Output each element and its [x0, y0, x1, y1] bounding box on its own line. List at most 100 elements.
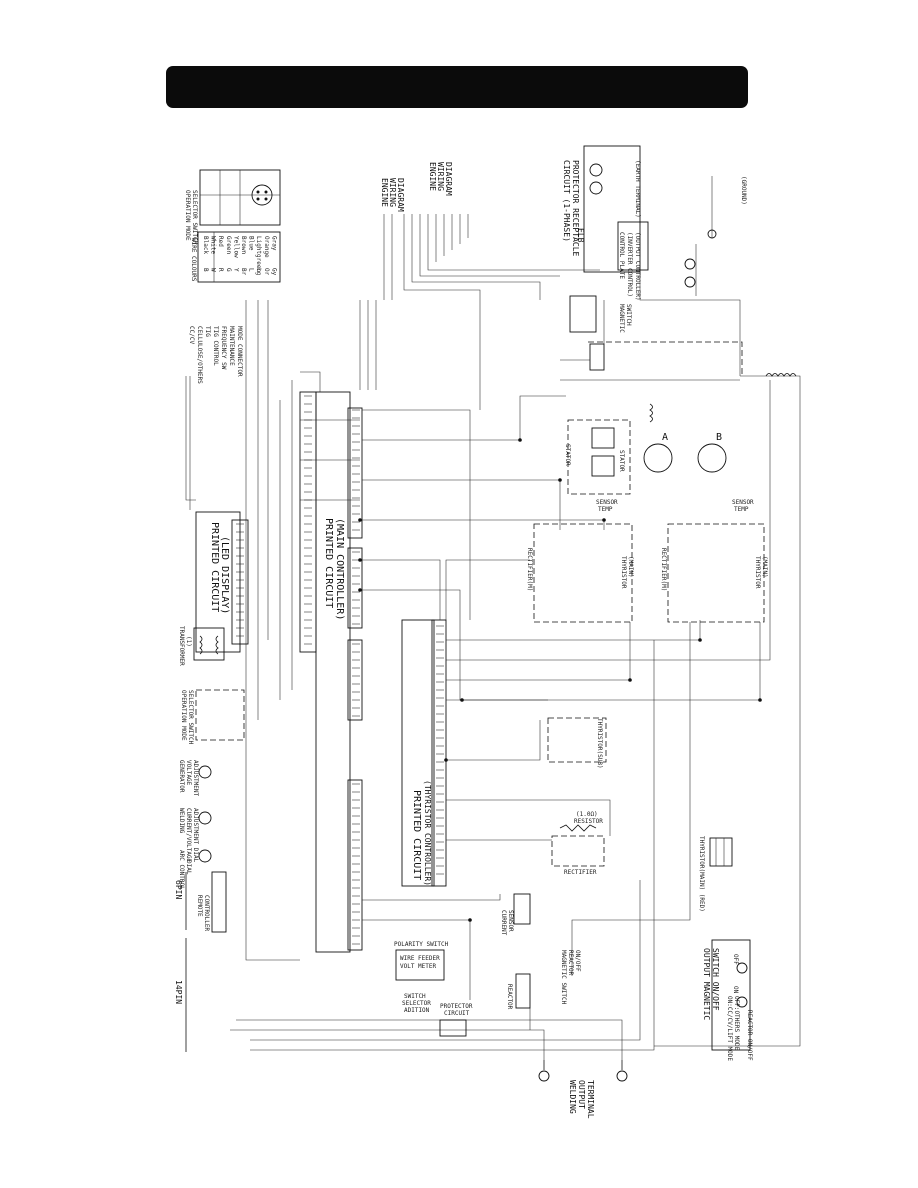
output-terminal-label-b: OUTPUT: [577, 1080, 586, 1109]
wire-run: [446, 380, 771, 661]
rectifier-block-1: [533, 523, 633, 623]
mode-option-label: MAINTENANCE: [228, 326, 235, 366]
wire-run: [446, 799, 611, 836]
arc-control-label-b: DIAL: [185, 860, 192, 875]
wire-junction: [358, 588, 362, 592]
rectifier-block-2: [667, 523, 765, 623]
generator-voltage-label-c: ADJUSTMENT: [192, 760, 199, 797]
control-plate-label-a: CONTROL PLATE: [618, 232, 625, 279]
engine-wiring-label-2a: ENGINE: [428, 162, 437, 191]
fourteen-pin-label: 14PIN: [174, 980, 183, 1004]
generator-voltage-knob: [198, 765, 212, 779]
pcb-thyristor-label-a: PRINTED CIRCUIT: [411, 790, 422, 880]
elb-label: ELB: [576, 228, 585, 243]
wire-run: [362, 894, 501, 901]
wire-junction: [698, 638, 702, 642]
wire-colours-table: [197, 231, 281, 283]
wire-run: [185, 376, 196, 501]
wire-colour-code: Br: [240, 268, 247, 276]
thyristor-main-label-2b: (MAIN): [761, 556, 768, 578]
wire-colour-code: B: [202, 268, 209, 272]
wire-junction: [758, 698, 762, 702]
switch-selector-label-c: ADITION: [404, 1007, 430, 1014]
wire-junction: [602, 518, 606, 522]
generator-voltage-label-a: GENERATOR: [178, 760, 185, 793]
wire-colour-code: Or: [263, 268, 270, 276]
six-pin-label: 6PIN: [174, 880, 183, 899]
magnetic-switch: [569, 295, 605, 371]
engine-wiring-label-1a: ENGINE: [380, 178, 389, 207]
sensor-temp-2b: TEMP: [734, 506, 749, 513]
wire-colour-name: Red: [217, 236, 224, 247]
wire-run: [571, 622, 691, 976]
output-box-note-b: OFF:OTHERS MODE: [733, 996, 740, 1051]
rectifier-m-label-1: RECTIFIER(M): [526, 548, 533, 591]
current-sensor: [513, 893, 531, 925]
reactor: [515, 973, 531, 1009]
mode-option-label: MODE CONNECTOR: [236, 326, 243, 377]
operation-mode-table-title-b: SELECTOR SWITCH: [191, 190, 198, 245]
wire-junction: [358, 518, 362, 522]
polarity-switch-label: POLARITY SWITCH: [394, 941, 449, 948]
wire-run: [427, 214, 600, 271]
wire-junction: [468, 918, 472, 922]
control-enclosure: [588, 341, 743, 376]
wire-run: [445, 559, 530, 620]
wire-run: [362, 479, 561, 530]
wire-colour-name: Yellow: [232, 236, 239, 258]
wire-run: [362, 519, 605, 530]
reactor-label: REACTOR: [506, 984, 513, 1010]
sensor-temp-1b: TEMP: [598, 506, 613, 513]
wire-run: [236, 1019, 623, 1060]
pcb-led-display: [195, 511, 249, 653]
thyristor-gate-label: THYRISTOR(MAIN) (RED): [698, 836, 705, 912]
pcb-thyristor-label-b: (THYRISTOR CONTROLLER): [423, 780, 432, 886]
wire-colour-code: Gy: [270, 268, 277, 276]
wire-feeder-label-a: WIRE FEEDER: [400, 955, 440, 962]
remote-controller-label-a: REMOTE: [196, 895, 203, 917]
rectifier-label: RECTIFIER: [564, 869, 597, 876]
circuit-protector-receptacle: [583, 145, 696, 288]
output-magnetic-switch-box: [711, 939, 751, 1051]
wire-junction: [444, 758, 448, 762]
mode-option-label: FREQUENCY SW: [220, 326, 227, 370]
choke-coil: [765, 373, 797, 377]
remote-controller-label-b: CONTROLLER: [203, 895, 210, 932]
wire-colour-name: Gray: [270, 236, 277, 251]
rectifier-m-label-2: RECTIFIER(M): [660, 548, 667, 591]
output-magnetic-label-a: OUTPUT MAGNETIC: [702, 948, 711, 1020]
output-box-on: ON: [732, 986, 739, 994]
wire-run: [403, 214, 481, 410]
wire-run: [446, 622, 631, 681]
circuit-protector-label-a: CIRCUIT (1-PHASE): [562, 160, 571, 242]
welding-current-knob: [198, 811, 212, 825]
protector-circuit-label-b: CIRCUIT: [444, 1010, 470, 1017]
wire-colour-name: Black: [202, 236, 209, 254]
wire-feeder-label-b: VOLT METER: [400, 963, 437, 970]
thyristor-main-label-1a: THYRISTOR: [620, 556, 627, 589]
welding-output-terminals: [538, 1060, 628, 1082]
transformer: [193, 627, 225, 661]
wire-colour-name: Blue: [248, 236, 255, 251]
wire-junction: [460, 698, 464, 702]
resistor-label-b: RESISTOR: [574, 818, 603, 825]
magnetic-switch-label-a: MAGNETIC: [618, 304, 625, 333]
wire-colour-name: White: [210, 236, 217, 254]
thyristor-main-box: [709, 837, 733, 867]
pcb-main-controller-label-b: (MAIN CONTROLLER): [334, 518, 345, 620]
control-plate-label-c: (OUTPUT CONTROLLER): [634, 232, 641, 301]
mode-option-label: TIG CONTROL: [212, 326, 219, 366]
transformer-label-b: (1): [185, 636, 192, 647]
coil-small: [649, 403, 653, 423]
wire-run: [639, 272, 741, 376]
stator-b: [697, 443, 727, 473]
output-terminal-label-a: WELDING: [568, 1080, 577, 1114]
wire-run: [446, 622, 761, 701]
output-terminal-label-c: TERMINAL: [586, 1080, 595, 1119]
wire-run: [362, 589, 548, 701]
wire-colour-code: Y: [232, 268, 239, 272]
wire-colour-name: Orange: [263, 236, 270, 258]
generator-voltage-label-b: VOLTAGE: [185, 760, 192, 786]
wire-run: [362, 409, 471, 620]
stator-a: [567, 419, 673, 495]
